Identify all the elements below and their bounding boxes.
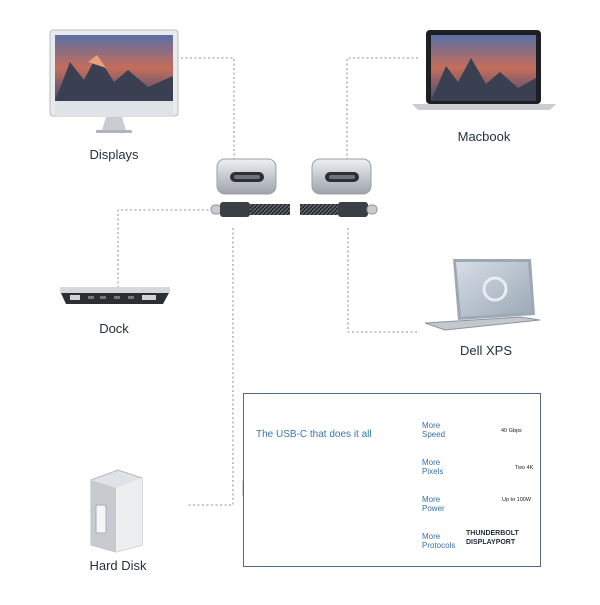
connection-lines [117, 57, 418, 506]
feature-protocols-spec: THUNDERBOLT DISPLAYPORT [466, 529, 519, 547]
line-dell [347, 228, 418, 333]
feature-speed-spec: 40 Gbps [501, 428, 522, 434]
label-displays: Displays [89, 147, 139, 162]
feature-pixels-spec: Two 4K [515, 465, 534, 471]
usbc-cable-icon [210, 202, 378, 217]
usbc-port-left [216, 158, 277, 195]
dock-icon [60, 287, 170, 304]
spec-displayport: DISPLAYPORT [466, 539, 516, 546]
imac-display-icon [49, 29, 179, 133]
panel-heading: The USB-C that does it all [256, 429, 372, 440]
label-dock: Dock [99, 321, 129, 336]
label-dell-xps: Dell XPS [459, 343, 513, 358]
spec-thunderbolt: THUNDERBOLT [466, 530, 519, 537]
feature-power-spec: Up to 100W [502, 497, 532, 503]
label-macbook: Macbook [457, 129, 511, 144]
hard-disk-icon [90, 469, 143, 553]
usbc-port-right [311, 158, 372, 195]
macbook-icon [412, 30, 556, 110]
label-hard-disk: Hard Disk [89, 558, 147, 573]
line-dock [117, 209, 213, 288]
line-harddisk [186, 228, 234, 506]
line-macbook [346, 57, 418, 172]
dell-xps-laptop-icon [424, 259, 541, 331]
line-displays [181, 57, 235, 172]
